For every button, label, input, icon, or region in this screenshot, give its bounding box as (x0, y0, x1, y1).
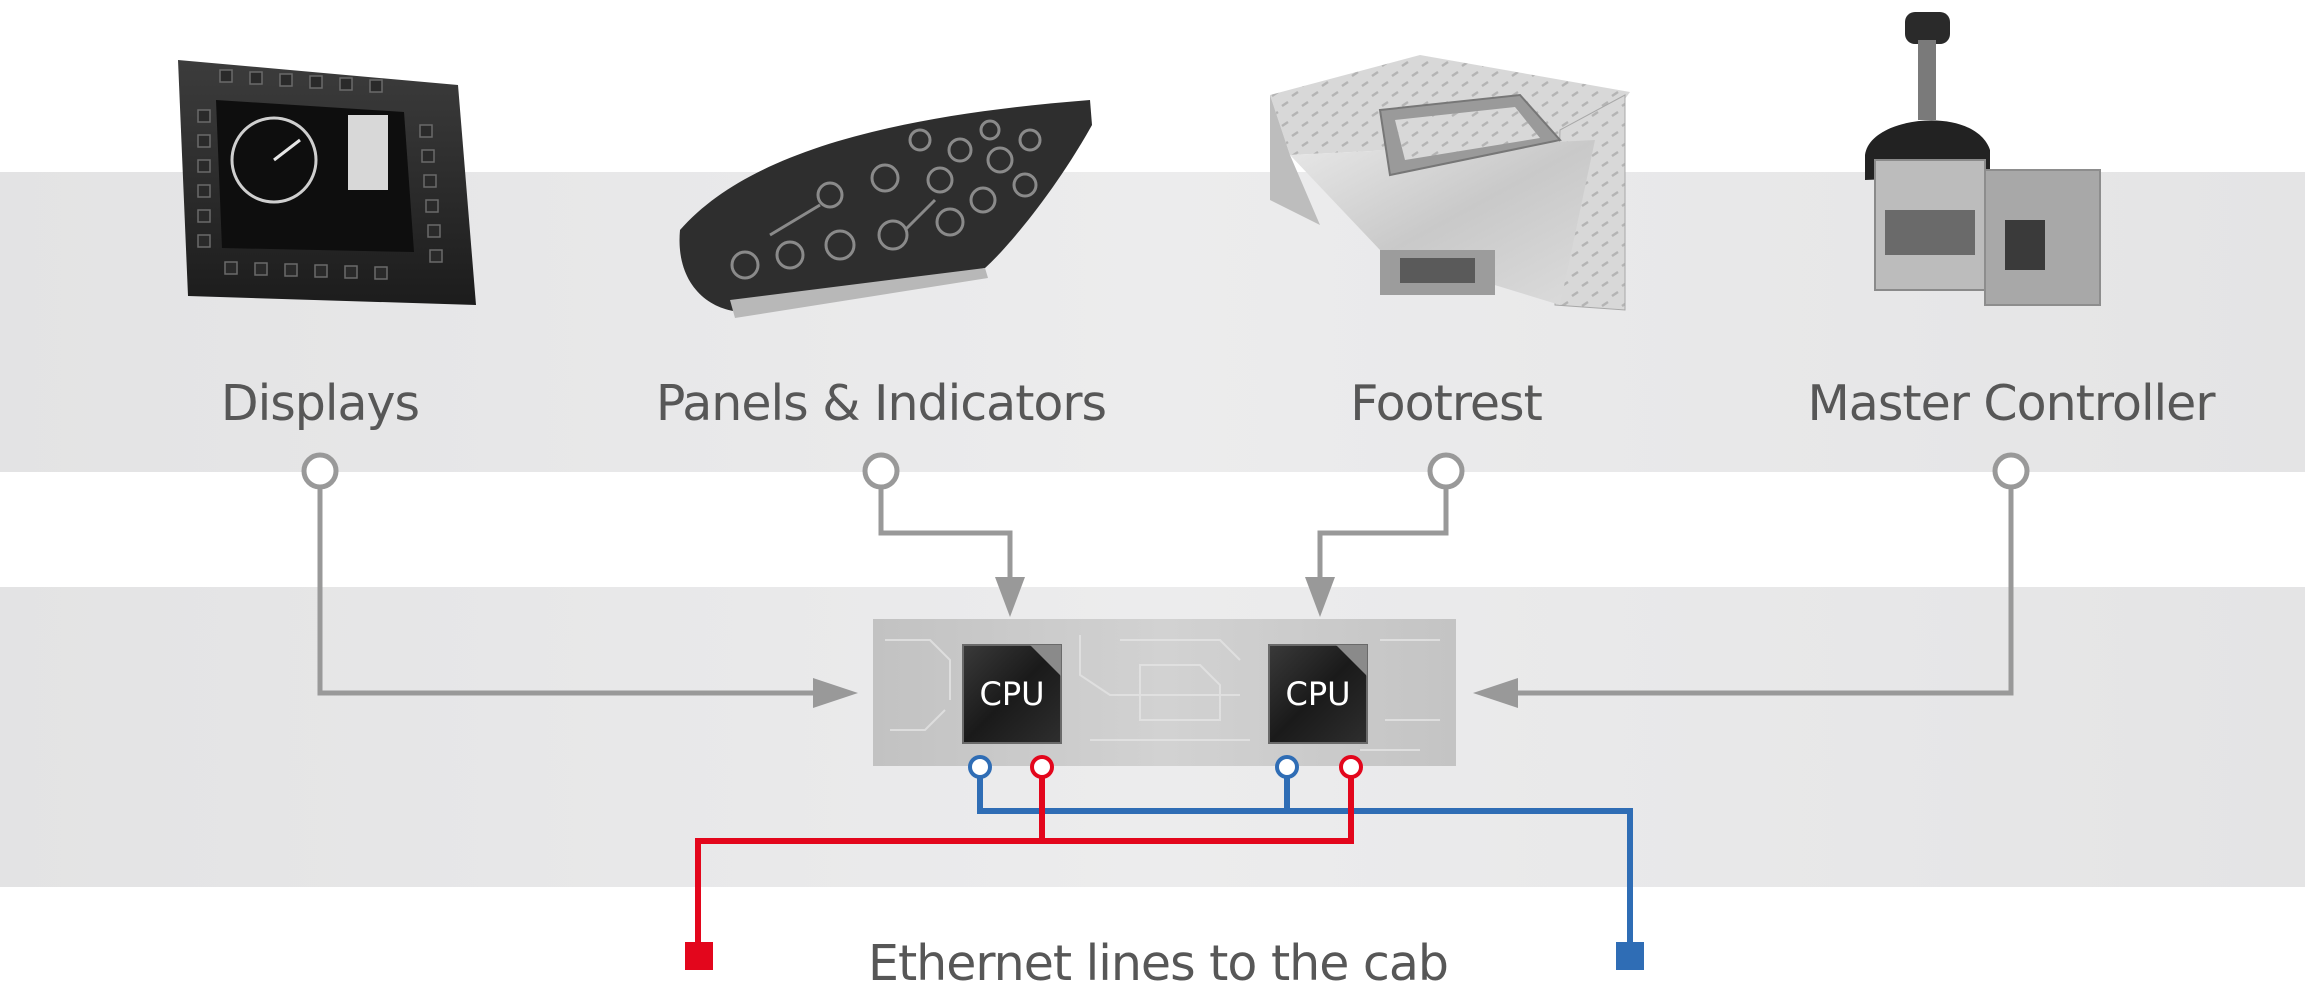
label-master-controller: Master Controller (1807, 375, 2216, 432)
connector-footrest (1317, 488, 1449, 594)
ethernet-line-red-branch (1039, 768, 1354, 844)
ethernet-terminal-blue (1616, 942, 1644, 970)
footrest-icon (1270, 55, 1630, 311)
ethernet-port-blue-right (1275, 755, 1299, 779)
arrowhead-panels (995, 577, 1025, 617)
circuit-board-icon (873, 619, 1456, 766)
control-panel-icon (679, 100, 1092, 318)
ethernet-line-blue (977, 768, 1633, 943)
ethernet-terminal-red (685, 942, 713, 970)
ethernet-port-red-left (1030, 755, 1054, 779)
ethernet-line-red (695, 838, 1042, 943)
port-master (1992, 452, 2030, 490)
arrowhead-displays (813, 678, 858, 708)
label-displays: Displays (220, 375, 420, 432)
port-panels (862, 452, 900, 490)
ethernet-port-red-right (1339, 755, 1363, 779)
port-footrest (1427, 452, 1465, 490)
connector-master (1513, 488, 2014, 696)
master-controller-lever-icon (1865, 12, 2101, 306)
cpu-chip-right: CPU (1268, 644, 1368, 744)
cpu-chip-left: CPU (962, 644, 1062, 744)
ethernet-port-blue-left (968, 755, 992, 779)
label-ethernet: Ethernet lines to the cab (867, 935, 1449, 992)
cpu-right-label: CPU (1285, 675, 1350, 713)
arrowhead-footrest (1305, 577, 1335, 617)
connector-panels (878, 488, 1013, 594)
arrowhead-master (1473, 678, 1518, 708)
label-footrest: Footrest (1350, 375, 1543, 432)
label-panels-indicators: Panels & Indicators (655, 375, 1107, 432)
port-displays (301, 452, 339, 490)
display-terminal-icon (178, 60, 476, 305)
connector-displays (317, 488, 818, 696)
cpu-left-label: CPU (979, 675, 1044, 713)
